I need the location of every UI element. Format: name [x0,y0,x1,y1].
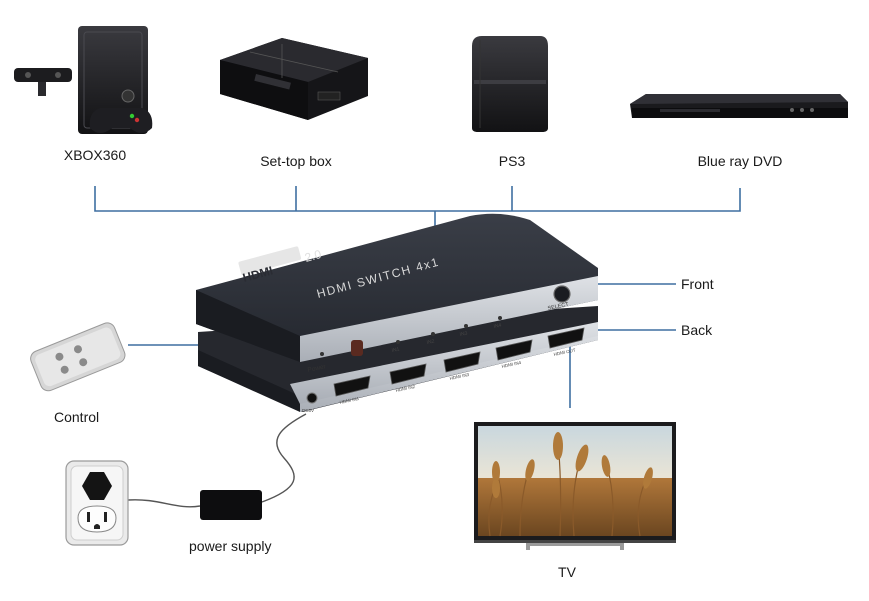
ps3-device [472,36,548,132]
power-led-label: Power [307,363,327,374]
input-bus-line [94,186,741,212]
hdmi-ports [333,327,585,397]
remote-button-4 [79,358,88,367]
dc-jack-label: DC5V [302,408,314,413]
settop-box-device [220,38,368,120]
port-in4-label: HDMI IN4 [501,360,522,369]
in1-led-label: IN1 [391,346,400,354]
tv-stand [526,543,624,546]
tv-device [474,422,676,550]
remote-button-2 [73,345,82,354]
select-button[interactable] [553,285,571,303]
control-label: Control [54,409,99,425]
tv-label: TV [558,564,577,580]
in3-led-label: IN3 [459,330,468,338]
kinect-sensor [14,68,72,82]
xbox360-device [14,26,153,134]
port-hdmi-in3[interactable] [443,351,481,373]
in2-led-label: IN2 [426,338,435,346]
xbox360-label: XBOX360 [64,147,126,163]
wall-outlet [65,460,129,546]
back-label: Back [681,322,713,338]
port-in2-label: HDMI IN2 [395,384,416,393]
outlet-socket-top [82,472,112,500]
port-hdmi-in2[interactable] [389,363,427,385]
bluray-label: Blue ray DVD [698,153,783,169]
xbox-console [78,26,148,134]
power-adapter [200,490,262,520]
hdmi-logo [238,246,302,276]
port-in1-label: HDMI IN1 [339,396,360,405]
in4-led-label: IN4 [493,322,502,330]
power-led [320,352,324,356]
ps3-label: PS3 [499,153,526,169]
bluray-device [630,94,848,118]
port-hdmi-in1[interactable] [333,375,371,397]
port-in3-label: HDMI IN3 [449,372,470,381]
remote-button-3 [60,365,69,374]
switch-front-unit [196,213,598,362]
port-hdmi-in4[interactable] [495,339,533,361]
hdmi-version-text: 2.0 [303,247,323,265]
remote-button-1 [55,352,64,361]
xbox-controller [89,108,153,133]
port-out-label: HDMI OUT [553,347,576,357]
settop-box-label: Set-top box [260,153,332,169]
remote-control [30,322,126,392]
hdmi-switch: HDMI 2.0 HDMI SWITCH 4x1 Power IN1 IN2 I… [196,213,598,413]
input-leds [396,316,502,344]
select-button-label: SELECT [547,302,570,312]
dc-power-jack[interactable] [306,392,318,404]
port-hdmi-out[interactable] [547,327,585,349]
switch-front-panel [300,276,598,362]
power-supply-label: power supply [189,538,272,554]
ir-receiver-window [351,340,363,356]
front-label: Front [681,276,714,292]
